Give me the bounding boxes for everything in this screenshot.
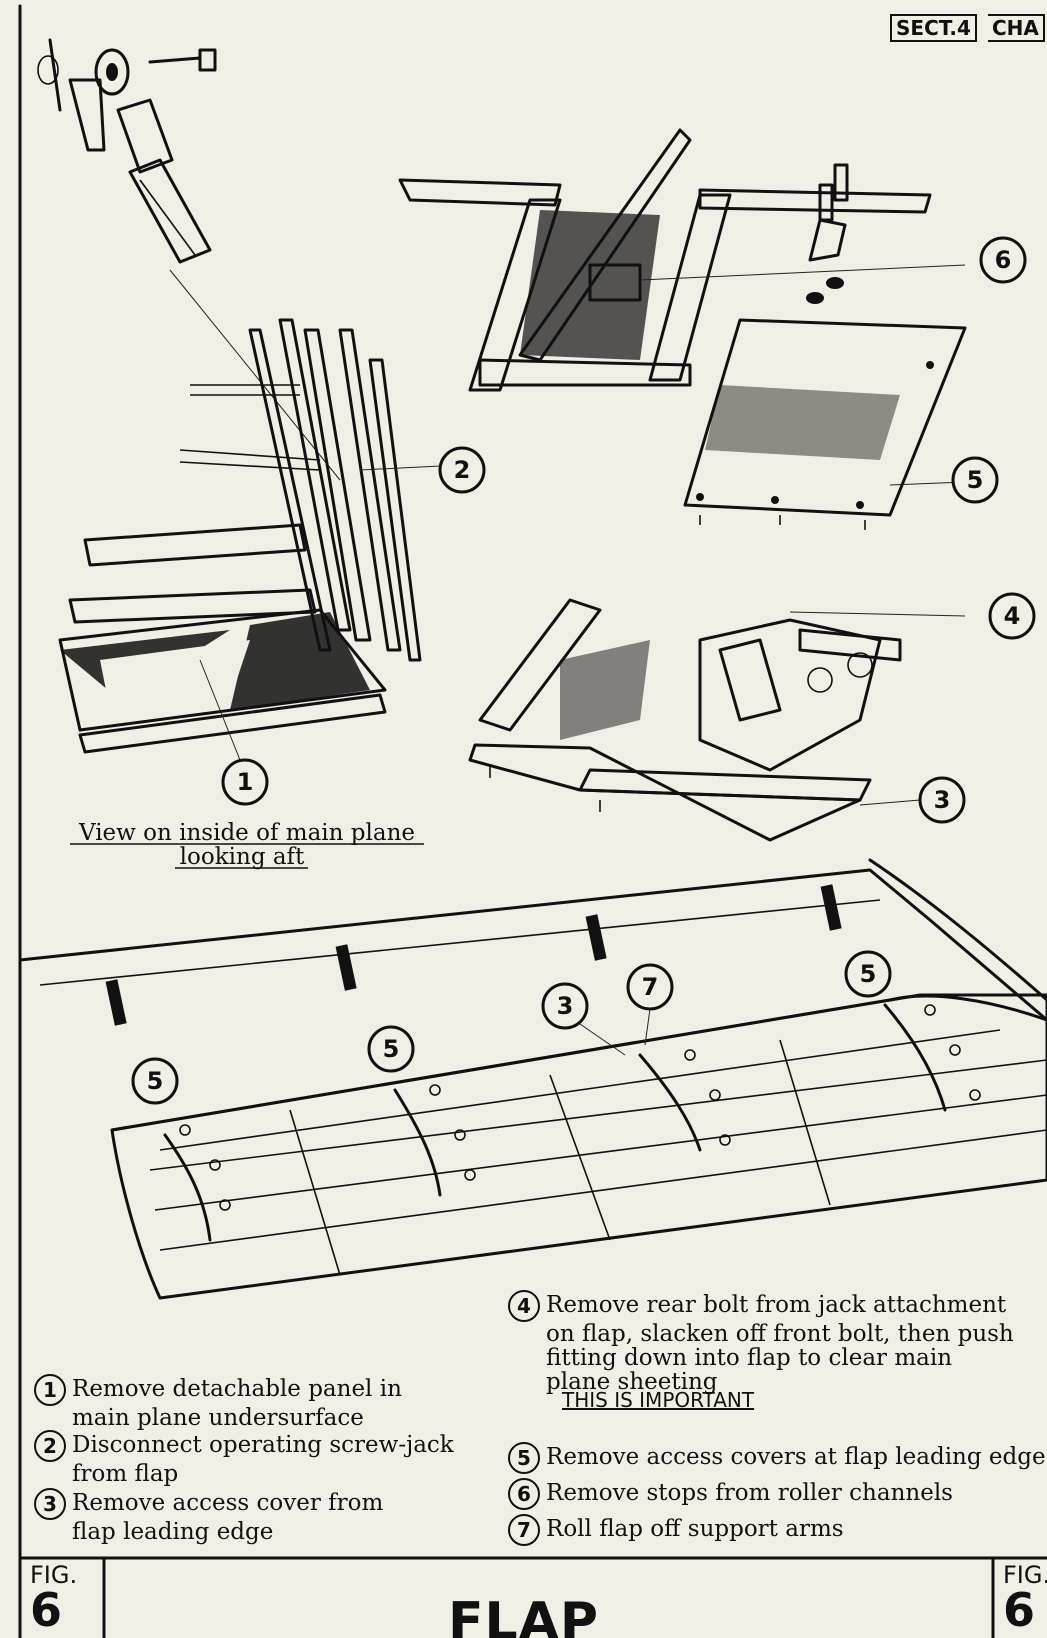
callout-3: 3	[918, 776, 966, 824]
instruction-number: 7	[508, 1514, 540, 1546]
figure-label-left: FIG. 6	[30, 1561, 78, 1637]
view-caption-line1: View on inside of main plane	[78, 820, 415, 846]
callout-5-flap-a: 5	[131, 1057, 179, 1105]
screw-jack-drawing	[37, 38, 341, 481]
view-caption-line2: looking aft	[180, 844, 305, 870]
access-cover-drawing	[683, 318, 967, 530]
instruction-text: fitting down into flap to clear main	[546, 1345, 953, 1371]
chapter-label: CHA	[988, 14, 1045, 42]
chapter-text: CHA	[992, 16, 1039, 40]
figure-label-right: FIG. 6	[1003, 1561, 1047, 1637]
svg-text:5: 5	[860, 960, 877, 988]
callout-7-flap: 7	[626, 963, 674, 1046]
svg-text:3: 3	[557, 992, 574, 1020]
svg-text:5: 5	[383, 1035, 400, 1063]
page-title: FLAP	[447, 1592, 599, 1638]
figure-prefix: FIG.	[1003, 1561, 1047, 1589]
instruction-number: 4	[508, 1290, 540, 1322]
svg-text:6: 6	[995, 246, 1012, 274]
instruction-text: Remove stops from roller channels	[546, 1480, 953, 1506]
important-note: THIS IS IMPORTANT	[562, 1388, 755, 1412]
callout-2: 2	[438, 446, 486, 494]
instruction-text: Roll flap off support arms	[546, 1516, 844, 1542]
instruction-number: 2	[34, 1430, 66, 1462]
callout-5-cover: 5	[951, 456, 999, 504]
svg-text:4: 4	[1004, 602, 1021, 630]
callout-3-flap: 3	[541, 982, 626, 1056]
callout-5-flap-b: 5	[367, 1025, 415, 1073]
instruction-number: 6	[508, 1478, 540, 1510]
svg-text:3: 3	[934, 786, 951, 814]
callout-5-flap-c: 5	[844, 950, 892, 998]
callout-1: 1	[221, 758, 269, 806]
instruction-text: on flap, slacken off front bolt, then pu…	[546, 1321, 1014, 1347]
instruction-text: Remove access covers at flap leading edg…	[546, 1444, 1046, 1470]
instruction-number: 5	[508, 1442, 540, 1474]
instruction-text: main plane undersurface	[72, 1405, 364, 1431]
svg-text:7: 7	[642, 973, 659, 1001]
figure-prefix: FIG.	[30, 1561, 78, 1589]
jack-attachment-drawing	[468, 598, 966, 842]
instruction-text: from flap	[72, 1461, 179, 1487]
svg-text:2: 2	[454, 456, 471, 484]
instruction-text: flap leading edge	[72, 1519, 274, 1545]
svg-text:5: 5	[967, 466, 984, 494]
instruction-text: Disconnect operating screw-jack	[72, 1432, 454, 1458]
instruction-number: 1	[34, 1374, 66, 1406]
instruction-text: Remove detachable panel in	[72, 1376, 402, 1402]
figure-number: 6	[1003, 1583, 1036, 1637]
flap-drawing	[18, 858, 1047, 1300]
callout-6: 6	[979, 236, 1027, 284]
section-label: SECT.4	[890, 14, 977, 42]
svg-text:1: 1	[237, 768, 254, 796]
instruction-text: plane sheeting	[546, 1369, 718, 1395]
page-border	[18, 4, 1047, 1638]
callout-4: 4	[988, 592, 1036, 640]
instruction-number: 3	[34, 1488, 66, 1520]
figure-number: 6	[30, 1583, 63, 1637]
instruction-text: Remove access cover from	[72, 1490, 384, 1516]
wing-structure-drawing	[58, 318, 461, 761]
section-number: SECT.4	[896, 16, 971, 40]
svg-text:5: 5	[147, 1067, 164, 1095]
access-opening-drawing	[398, 128, 966, 392]
instruction-text: Remove rear bolt from jack attachment	[546, 1292, 1007, 1318]
